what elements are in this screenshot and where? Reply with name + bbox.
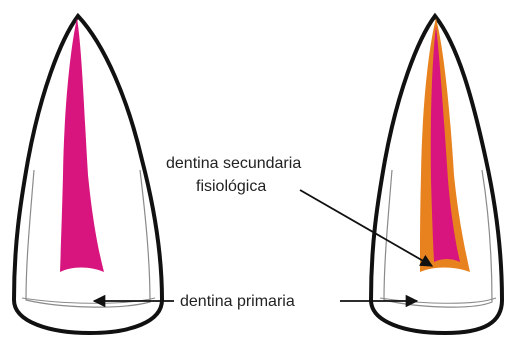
label-primary-dentin: dentina primaria [180, 293, 295, 310]
label-secondary-dentin-line1: dentina secundaria [166, 155, 301, 172]
left-tooth [14, 16, 162, 333]
left-tooth-outline [14, 16, 162, 333]
right-tooth [371, 16, 502, 333]
label-secondary-dentin-line2: fisiológica [196, 178, 266, 195]
